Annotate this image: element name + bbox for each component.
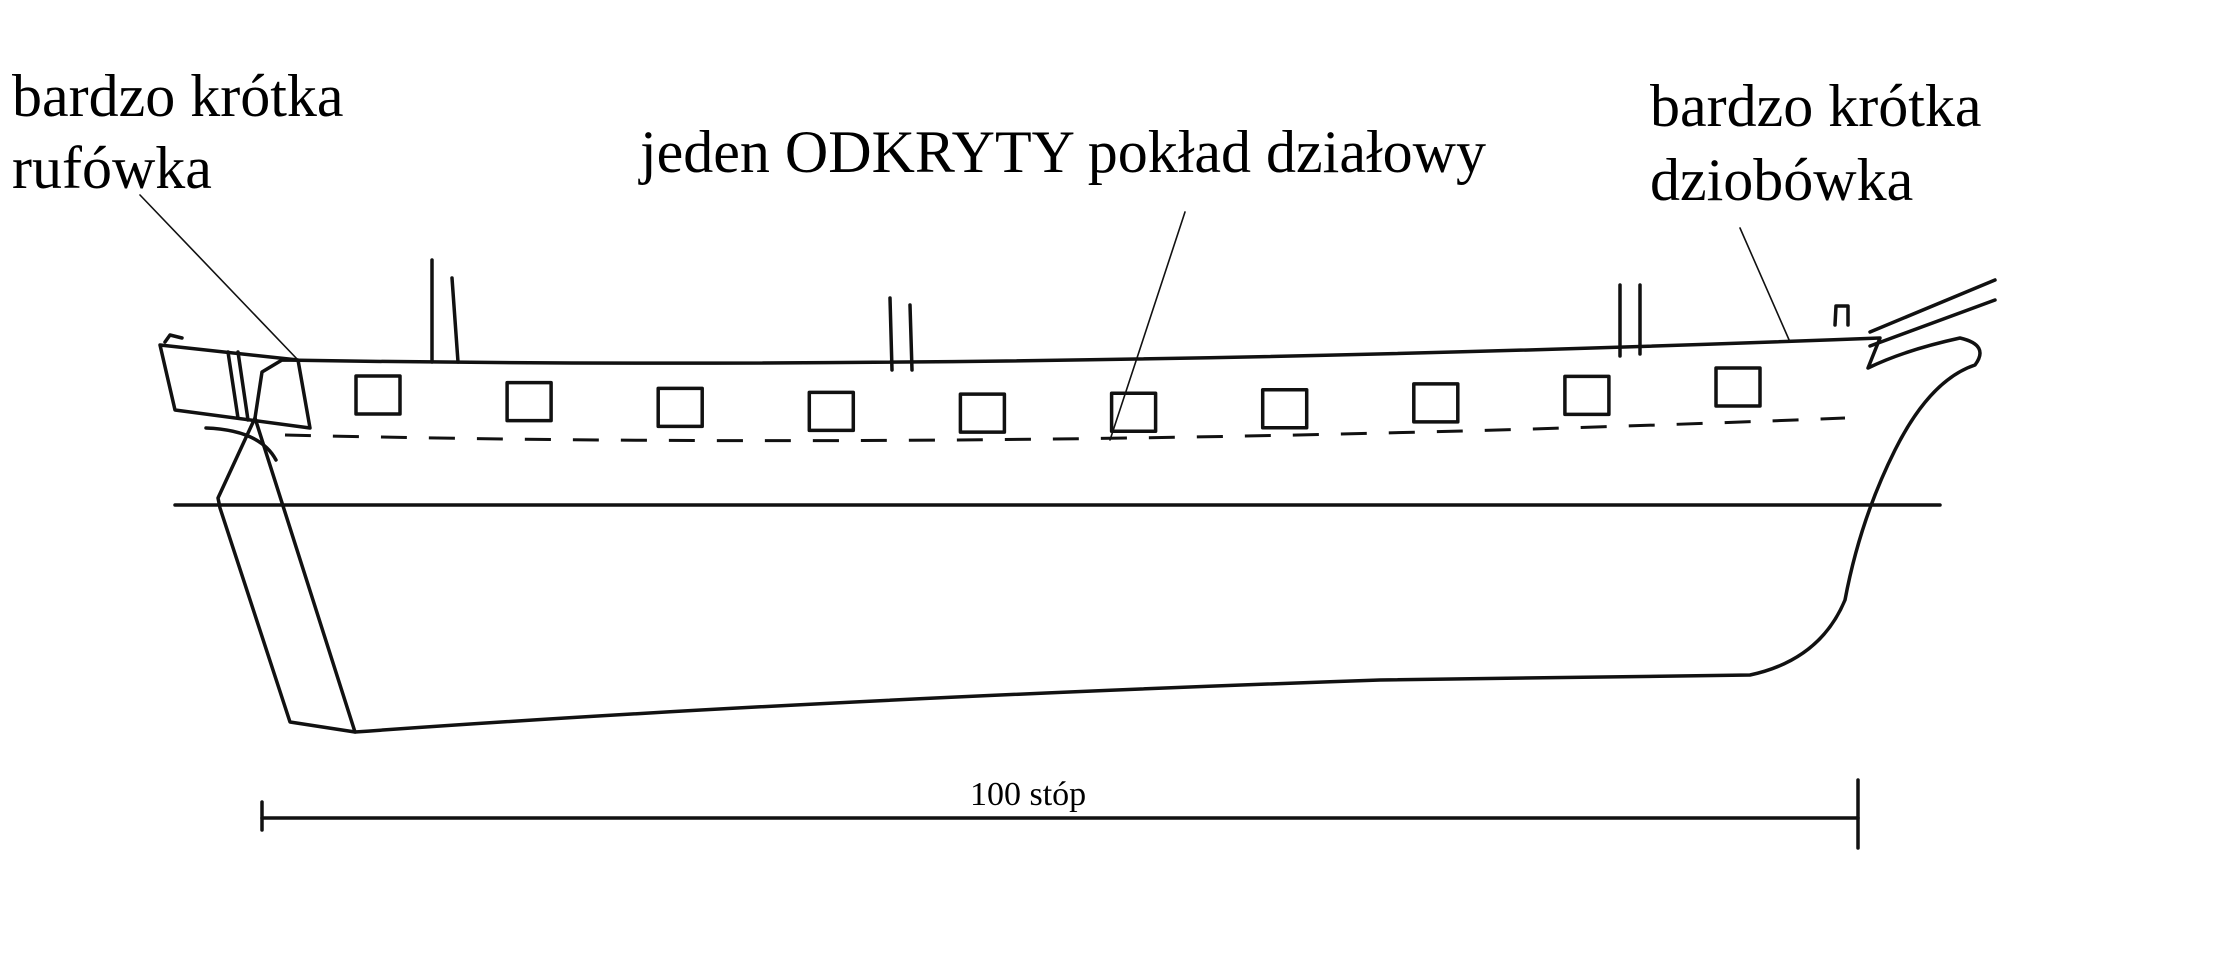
bow-label-line1: bardzo krótka [1650,73,1982,139]
scale-bar: 100 stóp [260,776,1860,850]
stern-post [204,426,278,462]
deck-label: jeden ODKRYTY pokład działowy [638,119,1486,185]
deck-leader-line [1109,211,1186,441]
scale-label: 100 stóp [970,776,1086,813]
gunport [656,386,704,429]
gunport [807,390,856,433]
rudder [216,416,357,734]
gunport [1260,387,1309,430]
mast-line [450,276,460,364]
deck-dashed-line [284,416,1846,443]
ship-hull [253,336,1982,734]
foremast-stump [888,296,914,372]
bowsprit [1868,278,1997,348]
mizzenmast-stump [1618,283,1642,358]
mast-line [908,303,914,372]
stern-label-line2: rufówka [12,135,212,201]
bow-leader-line [1739,227,1791,343]
gunport [1714,366,1762,408]
gunport [1412,382,1460,424]
stern-cabin-top [163,333,184,344]
stern-cabin [158,343,312,430]
stern-cabin-divider [226,350,240,420]
bow-post [1833,304,1850,327]
mainmast-stump [430,258,460,364]
gunport [958,392,1007,434]
gunport [354,374,402,416]
stern-cabin-divider [236,350,250,422]
gunport [1109,391,1158,433]
gunports [354,366,1762,434]
gunport [1563,374,1611,417]
stern-leader-line [139,194,299,361]
gunport [505,380,553,423]
bow-label-line2: dziobówka [1650,147,1913,213]
mast-line [888,296,894,372]
stern-label-line1: bardzo krótka [12,63,344,129]
